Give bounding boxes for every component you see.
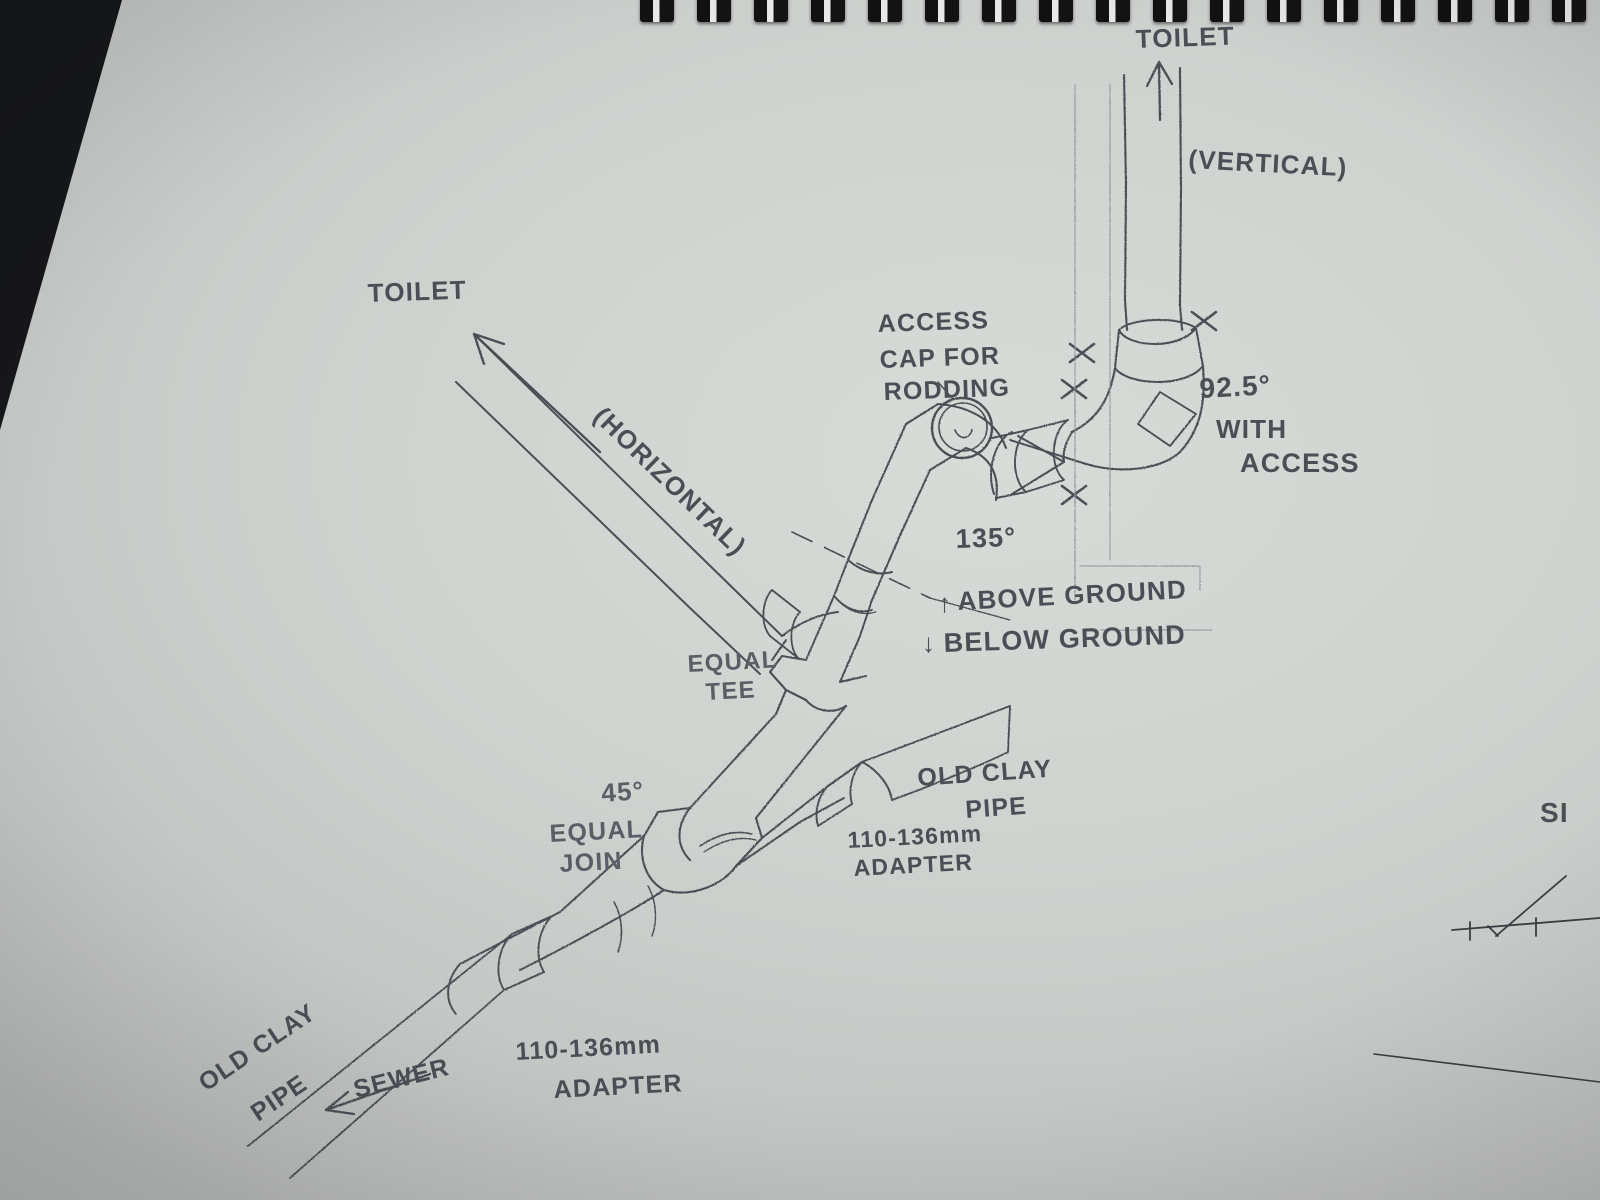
spiral-ring (811, 0, 845, 22)
label-adapter-right-1: 110-136mm (847, 820, 983, 853)
spiral-ring (640, 0, 674, 22)
spiral-ring (1096, 0, 1130, 22)
spiral-ring (754, 0, 788, 22)
label-equal-tee-1: EQUAL (687, 646, 778, 678)
equal-tee (768, 654, 868, 716)
pipe-to-135-bend (990, 429, 1029, 499)
label-old-clay-pipe-right-1: OLD CLAY (916, 755, 1053, 792)
adapter-collar-left (497, 885, 657, 991)
label-horizontal-note: (HORIZONTAL) (588, 401, 753, 562)
label-access-cap-3: RODDING (883, 374, 1010, 406)
old-clay-pipe-right (861, 705, 1011, 801)
label-above-ground: ABOVE GROUND (957, 574, 1188, 616)
bend-92-5 (1062, 364, 1205, 471)
label-above-ground-arrow: ↑ (938, 588, 952, 618)
spiral-ring (925, 0, 959, 22)
spiral-ring (1324, 0, 1358, 22)
horizontal-toilet-branch (455, 335, 839, 675)
label-access-cap-2: CAP FOR (879, 342, 1000, 374)
joint-cross-marks (1060, 310, 1218, 506)
socket-ring-branch (762, 589, 801, 659)
spiral-ring (1381, 0, 1415, 22)
spiral-ring (1495, 0, 1529, 22)
label-toilet-horizontal: TOILET (367, 275, 467, 308)
leader-access-cap (937, 381, 953, 399)
label-bend-92-5-access: ACCESS (1240, 448, 1360, 478)
diagonal-pipe-upper (847, 423, 931, 601)
label-old-clay-pipe-right-2: PIPE (964, 792, 1028, 824)
spiral-ring (868, 0, 902, 22)
ground-line (791, 531, 931, 599)
label-below-ground-arrow: ↓ (922, 628, 936, 658)
access-cap-for-rodding (930, 396, 994, 460)
socket-ring-upper-run (1014, 419, 1069, 493)
label-bend-92-5-with: WITH (1216, 414, 1287, 444)
socket-collar-vertical (1114, 319, 1204, 383)
label-vertical-note: (VERTICAL) (1188, 144, 1349, 182)
label-access-cap-1: ACCESS (877, 306, 989, 338)
spiral-binding (0, 0, 1600, 34)
equal-join-45 (640, 806, 764, 894)
label-bend-92-5: 92.5° (1199, 369, 1272, 404)
spiral-ring (1267, 0, 1301, 22)
next-page-partial-sketch (1373, 875, 1600, 1083)
toilet-diagonal-arrow (472, 332, 602, 454)
label-join-45-1: 45° (600, 775, 645, 808)
main-sewer-run (447, 835, 665, 1015)
access-plate-92-5 (1137, 391, 1197, 447)
spiral-ring (1153, 0, 1187, 22)
vertical-soil-pipe (1122, 66, 1184, 332)
label-join-45-2: EQUAL (549, 815, 644, 848)
label-next-page-partial: SI (1540, 797, 1569, 828)
label-below-ground: BELOW GROUND (943, 620, 1186, 658)
old-clay-pipe-left (247, 933, 513, 1179)
adapter-collar-right (815, 761, 863, 827)
socket-collar-diagonal (833, 559, 877, 637)
label-bend-135: 135° (955, 522, 1017, 554)
spiral-ring (1552, 0, 1586, 22)
label-toilet-vertical: TOILET (1135, 21, 1235, 54)
label-sewer: SEWER (351, 1053, 453, 1104)
bend-135 (904, 402, 1008, 502)
pipe-to-equal-tee (805, 595, 861, 683)
spiral-ring (1438, 0, 1472, 22)
spiral-ring (697, 0, 731, 22)
label-equal-tee-2: TEE (705, 676, 757, 706)
spiral-ring (982, 0, 1016, 22)
label-join-45-3: JOIN (559, 847, 624, 878)
spiral-ring (1039, 0, 1073, 22)
ground-line-solid (929, 597, 1011, 621)
label-old-clay-pipe-left-2: PIPE (246, 1069, 313, 1127)
label-adapter-left-2: ADAPTER (553, 1069, 684, 1104)
sewer-arrow (324, 1072, 432, 1116)
spiral-ring (1210, 0, 1244, 22)
label-adapter-right-2: ADAPTER (853, 849, 974, 881)
label-adapter-left-1: 110-136mm (515, 1030, 662, 1066)
toilet-up-arrow (1145, 60, 1174, 122)
pipe-to-45-join (678, 705, 847, 861)
faint-construction-lines (1074, 84, 1213, 631)
